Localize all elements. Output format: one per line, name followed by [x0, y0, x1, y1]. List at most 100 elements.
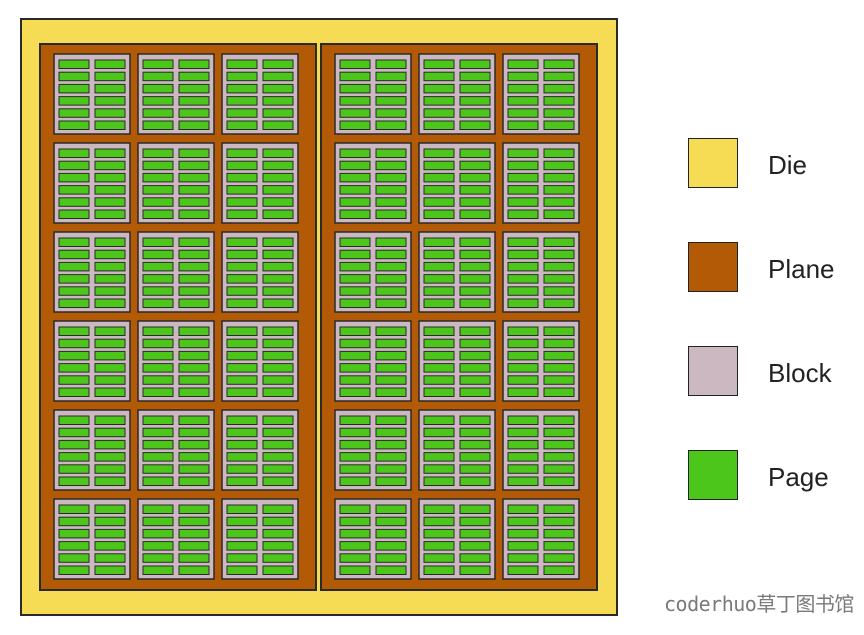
page [94, 541, 126, 551]
page [459, 415, 491, 425]
page [375, 541, 407, 551]
page [94, 237, 126, 247]
page [262, 427, 294, 438]
page [58, 96, 90, 106]
page [375, 387, 407, 397]
page [375, 464, 407, 474]
page [459, 298, 491, 308]
page [142, 375, 174, 385]
page [142, 476, 174, 486]
page [375, 476, 407, 486]
page [178, 298, 210, 308]
page [459, 59, 491, 69]
page [507, 96, 539, 106]
page [339, 326, 371, 336]
page [459, 172, 491, 183]
page [262, 108, 294, 118]
page [142, 553, 174, 563]
page [142, 387, 174, 397]
page [339, 160, 371, 171]
page [58, 363, 90, 373]
page [543, 516, 575, 527]
page [339, 120, 371, 130]
page [94, 148, 126, 158]
page [262, 338, 294, 349]
page [142, 249, 174, 260]
page [94, 160, 126, 171]
page [459, 286, 491, 296]
page [459, 326, 491, 336]
page [226, 427, 258, 438]
page [423, 59, 455, 69]
page [459, 504, 491, 514]
page [507, 59, 539, 69]
page [423, 553, 455, 563]
page [375, 363, 407, 373]
page [375, 439, 407, 450]
page [459, 148, 491, 158]
page [58, 298, 90, 308]
page [423, 415, 455, 425]
page [543, 439, 575, 450]
page [94, 71, 126, 82]
page [142, 83, 174, 94]
page [178, 439, 210, 450]
page [507, 83, 539, 94]
page [262, 71, 294, 82]
page [178, 120, 210, 130]
page [543, 160, 575, 171]
page [459, 541, 491, 551]
page [226, 298, 258, 308]
page [142, 516, 174, 527]
page [226, 439, 258, 450]
page [375, 96, 407, 106]
page [262, 172, 294, 183]
page [226, 261, 258, 272]
page [142, 160, 174, 171]
page [178, 350, 210, 361]
page [375, 326, 407, 336]
page [543, 286, 575, 296]
page [507, 71, 539, 82]
page [507, 476, 539, 486]
page [375, 148, 407, 158]
page [459, 528, 491, 539]
page [142, 363, 174, 373]
page [94, 553, 126, 563]
page [339, 249, 371, 260]
page [262, 415, 294, 425]
page [339, 172, 371, 183]
page [543, 59, 575, 69]
page [142, 237, 174, 247]
page [459, 350, 491, 361]
page [58, 541, 90, 551]
page [375, 350, 407, 361]
page [178, 504, 210, 514]
page [94, 516, 126, 527]
page [142, 197, 174, 207]
page [58, 108, 90, 118]
page [543, 172, 575, 183]
page [507, 120, 539, 130]
page [423, 476, 455, 486]
page [178, 387, 210, 397]
page [423, 286, 455, 296]
page [226, 528, 258, 539]
page [543, 553, 575, 563]
legend-label-die: Die [768, 150, 808, 180]
page [94, 387, 126, 397]
page [375, 71, 407, 82]
page [339, 96, 371, 106]
page [507, 553, 539, 563]
page [142, 504, 174, 514]
page [226, 249, 258, 260]
page [423, 541, 455, 551]
page [94, 172, 126, 183]
page [178, 286, 210, 296]
page [262, 261, 294, 272]
page [58, 504, 90, 514]
page [94, 439, 126, 450]
page [58, 120, 90, 130]
page [262, 160, 294, 171]
page [507, 237, 539, 247]
